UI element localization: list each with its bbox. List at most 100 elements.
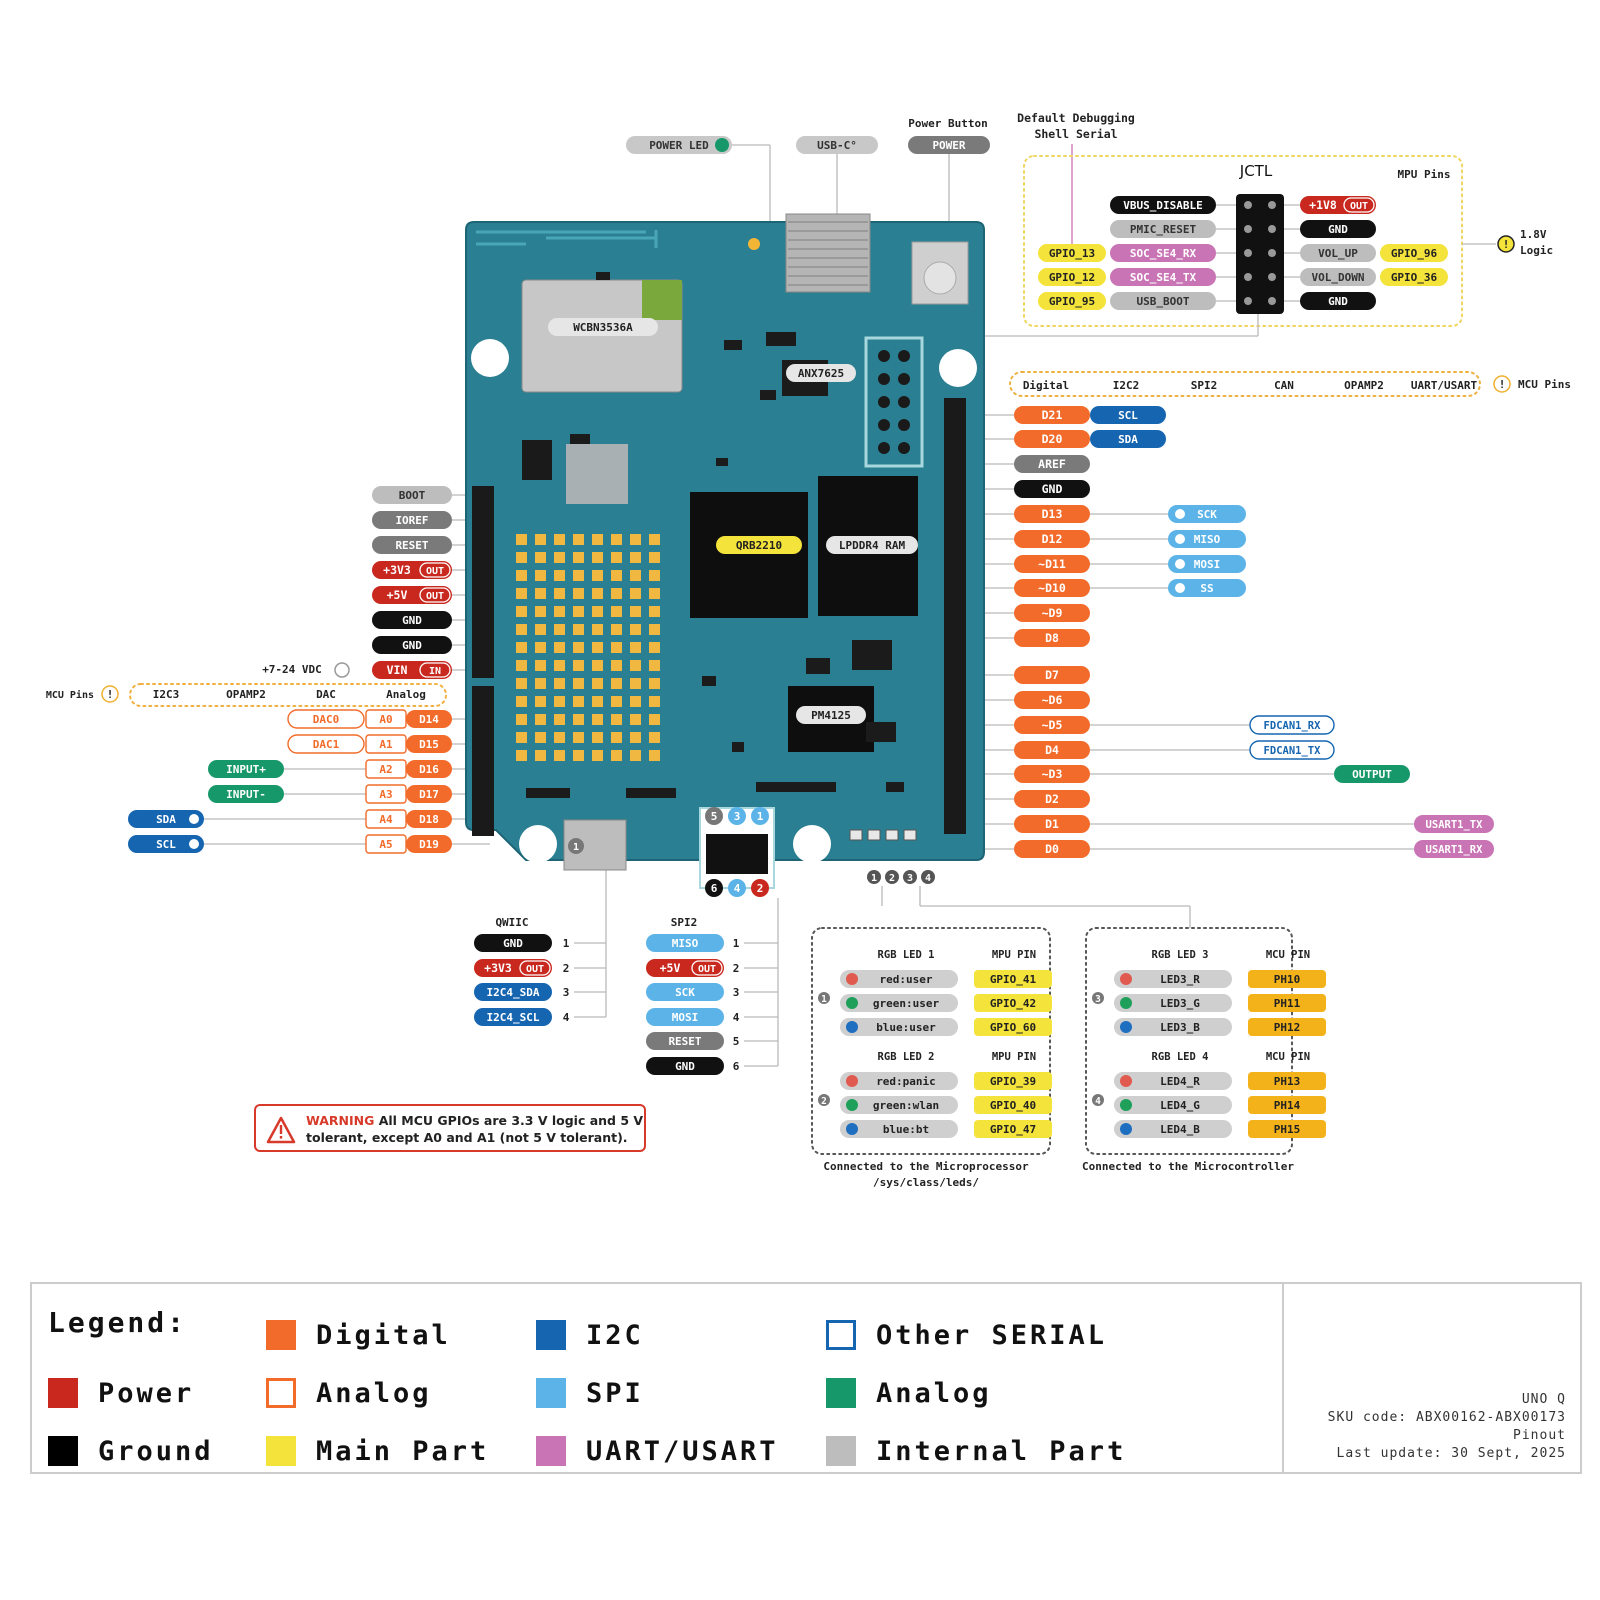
led-matrix-dot [592, 606, 603, 617]
led-matrix-dot [516, 714, 527, 725]
left-power-6-text: GND [402, 639, 422, 652]
left-analog-pin-0-text: D14 [419, 713, 439, 726]
left-analog-a-3: A3 [379, 788, 392, 801]
jctl-connector [1236, 194, 1284, 314]
legend-info: UNO Q SKU code: ABX00162-ABX00173 Pinout… [1282, 1284, 1580, 1472]
left-power-4-tag-text: OUT [426, 591, 444, 602]
jctl-connector-pin [1244, 273, 1252, 281]
legend-item-0: Power [48, 1376, 194, 1410]
legend-swatch-9 [826, 1378, 856, 1408]
left-power-7-tag-bg [419, 662, 451, 678]
mpu-row-bg [840, 1018, 958, 1036]
left-analog-i2c-5-text: SCL [156, 838, 176, 851]
spi2-title: SPI2 [671, 916, 698, 929]
left-analog-op-2: INPUT+ [208, 760, 284, 778]
debug-caption-1: Default Debugging [1017, 111, 1135, 125]
right-pin-11: ~D6 [1014, 691, 1090, 709]
smd-component [756, 782, 836, 792]
legend-item-2: Digital [266, 1318, 451, 1352]
jctl-title: JCTL [1239, 162, 1273, 180]
legend-title: Legend: [48, 1306, 188, 1339]
left-power-7-text: VIN [387, 663, 408, 677]
led-matrix-dot [573, 732, 584, 743]
jctl-right-1: GND [1300, 220, 1376, 238]
mcu-pin-bg [1248, 1018, 1326, 1036]
jctl-connector-pin [1244, 249, 1252, 257]
jctl-left-3-text: SOC_SE4_TX [1130, 271, 1197, 284]
smd-component [526, 788, 570, 798]
mcu-color-dot [1120, 973, 1132, 985]
right-pin-8-bg [1014, 604, 1090, 622]
left-power-3-text: +3V3 [383, 563, 411, 577]
jctl-right-4-text: GND [1328, 295, 1348, 308]
legend-item-1: Ground [48, 1434, 214, 1468]
right-pin-can-13: FDCAN1_TX [1249, 740, 1335, 760]
chip-label-anx-bg [786, 364, 856, 382]
led-matrix-dot [611, 624, 622, 635]
shield-can [566, 444, 628, 504]
spi-header-num-bg [705, 879, 723, 897]
legend-label-7: UART/USART [586, 1435, 779, 1467]
right-pin-13: D4 [1014, 741, 1090, 759]
led-matrix-dot [611, 552, 622, 563]
qwiic-title: QWIIC [495, 916, 528, 929]
mpu-row-pin: GPIO_41 [990, 973, 1037, 986]
led-matrix-dot [573, 750, 584, 761]
left-caption-info-icon-ring [101, 685, 119, 703]
left-analog-pin-1: D15 [406, 735, 452, 753]
mpu-color-dot [846, 997, 858, 1009]
led-matrix-dot [573, 570, 584, 581]
antenna-trace [476, 230, 658, 248]
mcu-color-dot [1120, 1021, 1132, 1033]
led-matrix-dot [554, 588, 565, 599]
jctl-connector-pin [1244, 201, 1252, 209]
jctl-mpu-pins: MPU Pins [1398, 168, 1451, 181]
spi2-pin-1-tag-bg [691, 960, 723, 976]
jctl-connector-pin [1268, 225, 1276, 233]
led-matrix-dot [649, 732, 660, 743]
mcu-row-name: LED3_G [1160, 997, 1200, 1010]
jctl-right-0-text: +1V8 [1309, 198, 1337, 212]
mpu-row-bg [840, 970, 958, 988]
mcu-row-pin: PH11 [1274, 997, 1301, 1010]
qwiic-pin-0-bg [474, 934, 552, 952]
legend-label-1: Ground [98, 1435, 214, 1467]
right-pin-6-bg [1014, 555, 1090, 573]
jctl-header-pin [898, 442, 910, 454]
led-matrix-dot [630, 624, 641, 635]
mcu-row-pin: PH13 [1274, 1075, 1301, 1088]
right-pin-7-bg [1014, 579, 1090, 597]
right-pin-op-14-text: OUTPUT [1352, 768, 1392, 781]
right-pin-1-text: D20 [1042, 432, 1063, 446]
left-analog-dac-1: DAC1 [287, 734, 365, 754]
mpu-color-dot [846, 973, 858, 985]
legend-label-3: Analog [316, 1377, 432, 1409]
led-matrix-dot [554, 570, 565, 581]
mpu-pin-bg [974, 1120, 1052, 1138]
jctl-left-1-text: PMIC_RESET [1130, 223, 1197, 236]
legend-swatch-4 [266, 1436, 296, 1466]
chip-label-qrb: QRB2210 [716, 536, 802, 554]
mpu-row-bg [840, 1096, 958, 1114]
smd-component [626, 788, 676, 798]
right-pin-i2c-0-bg [1090, 406, 1166, 424]
right-pin-14: ~D3 [1014, 765, 1090, 783]
jctl-left-gpio-3-bg [1038, 268, 1106, 286]
right-pin-8: ~D9 [1014, 604, 1090, 622]
right-pin-3: GND [1014, 480, 1090, 498]
led-num-0: 1 [871, 873, 877, 884]
right-pin-spi-4: SCK [1168, 505, 1246, 523]
left-power-5: GND [372, 611, 452, 629]
left-analog-a-bg-1 [365, 734, 407, 754]
left-analog-a-2: A2 [379, 763, 392, 776]
jctl-right-3: VOL_DOWN [1300, 268, 1376, 286]
right-pin-4-text: D13 [1042, 507, 1063, 521]
left-analog-op-3-bg [208, 785, 284, 803]
led-matrix-dot [516, 678, 527, 689]
led-matrix-dot [516, 570, 527, 581]
led-matrix-dot [630, 642, 641, 653]
led-matrix-dot [611, 570, 622, 581]
left-caption-info-icon: ! [101, 685, 119, 703]
